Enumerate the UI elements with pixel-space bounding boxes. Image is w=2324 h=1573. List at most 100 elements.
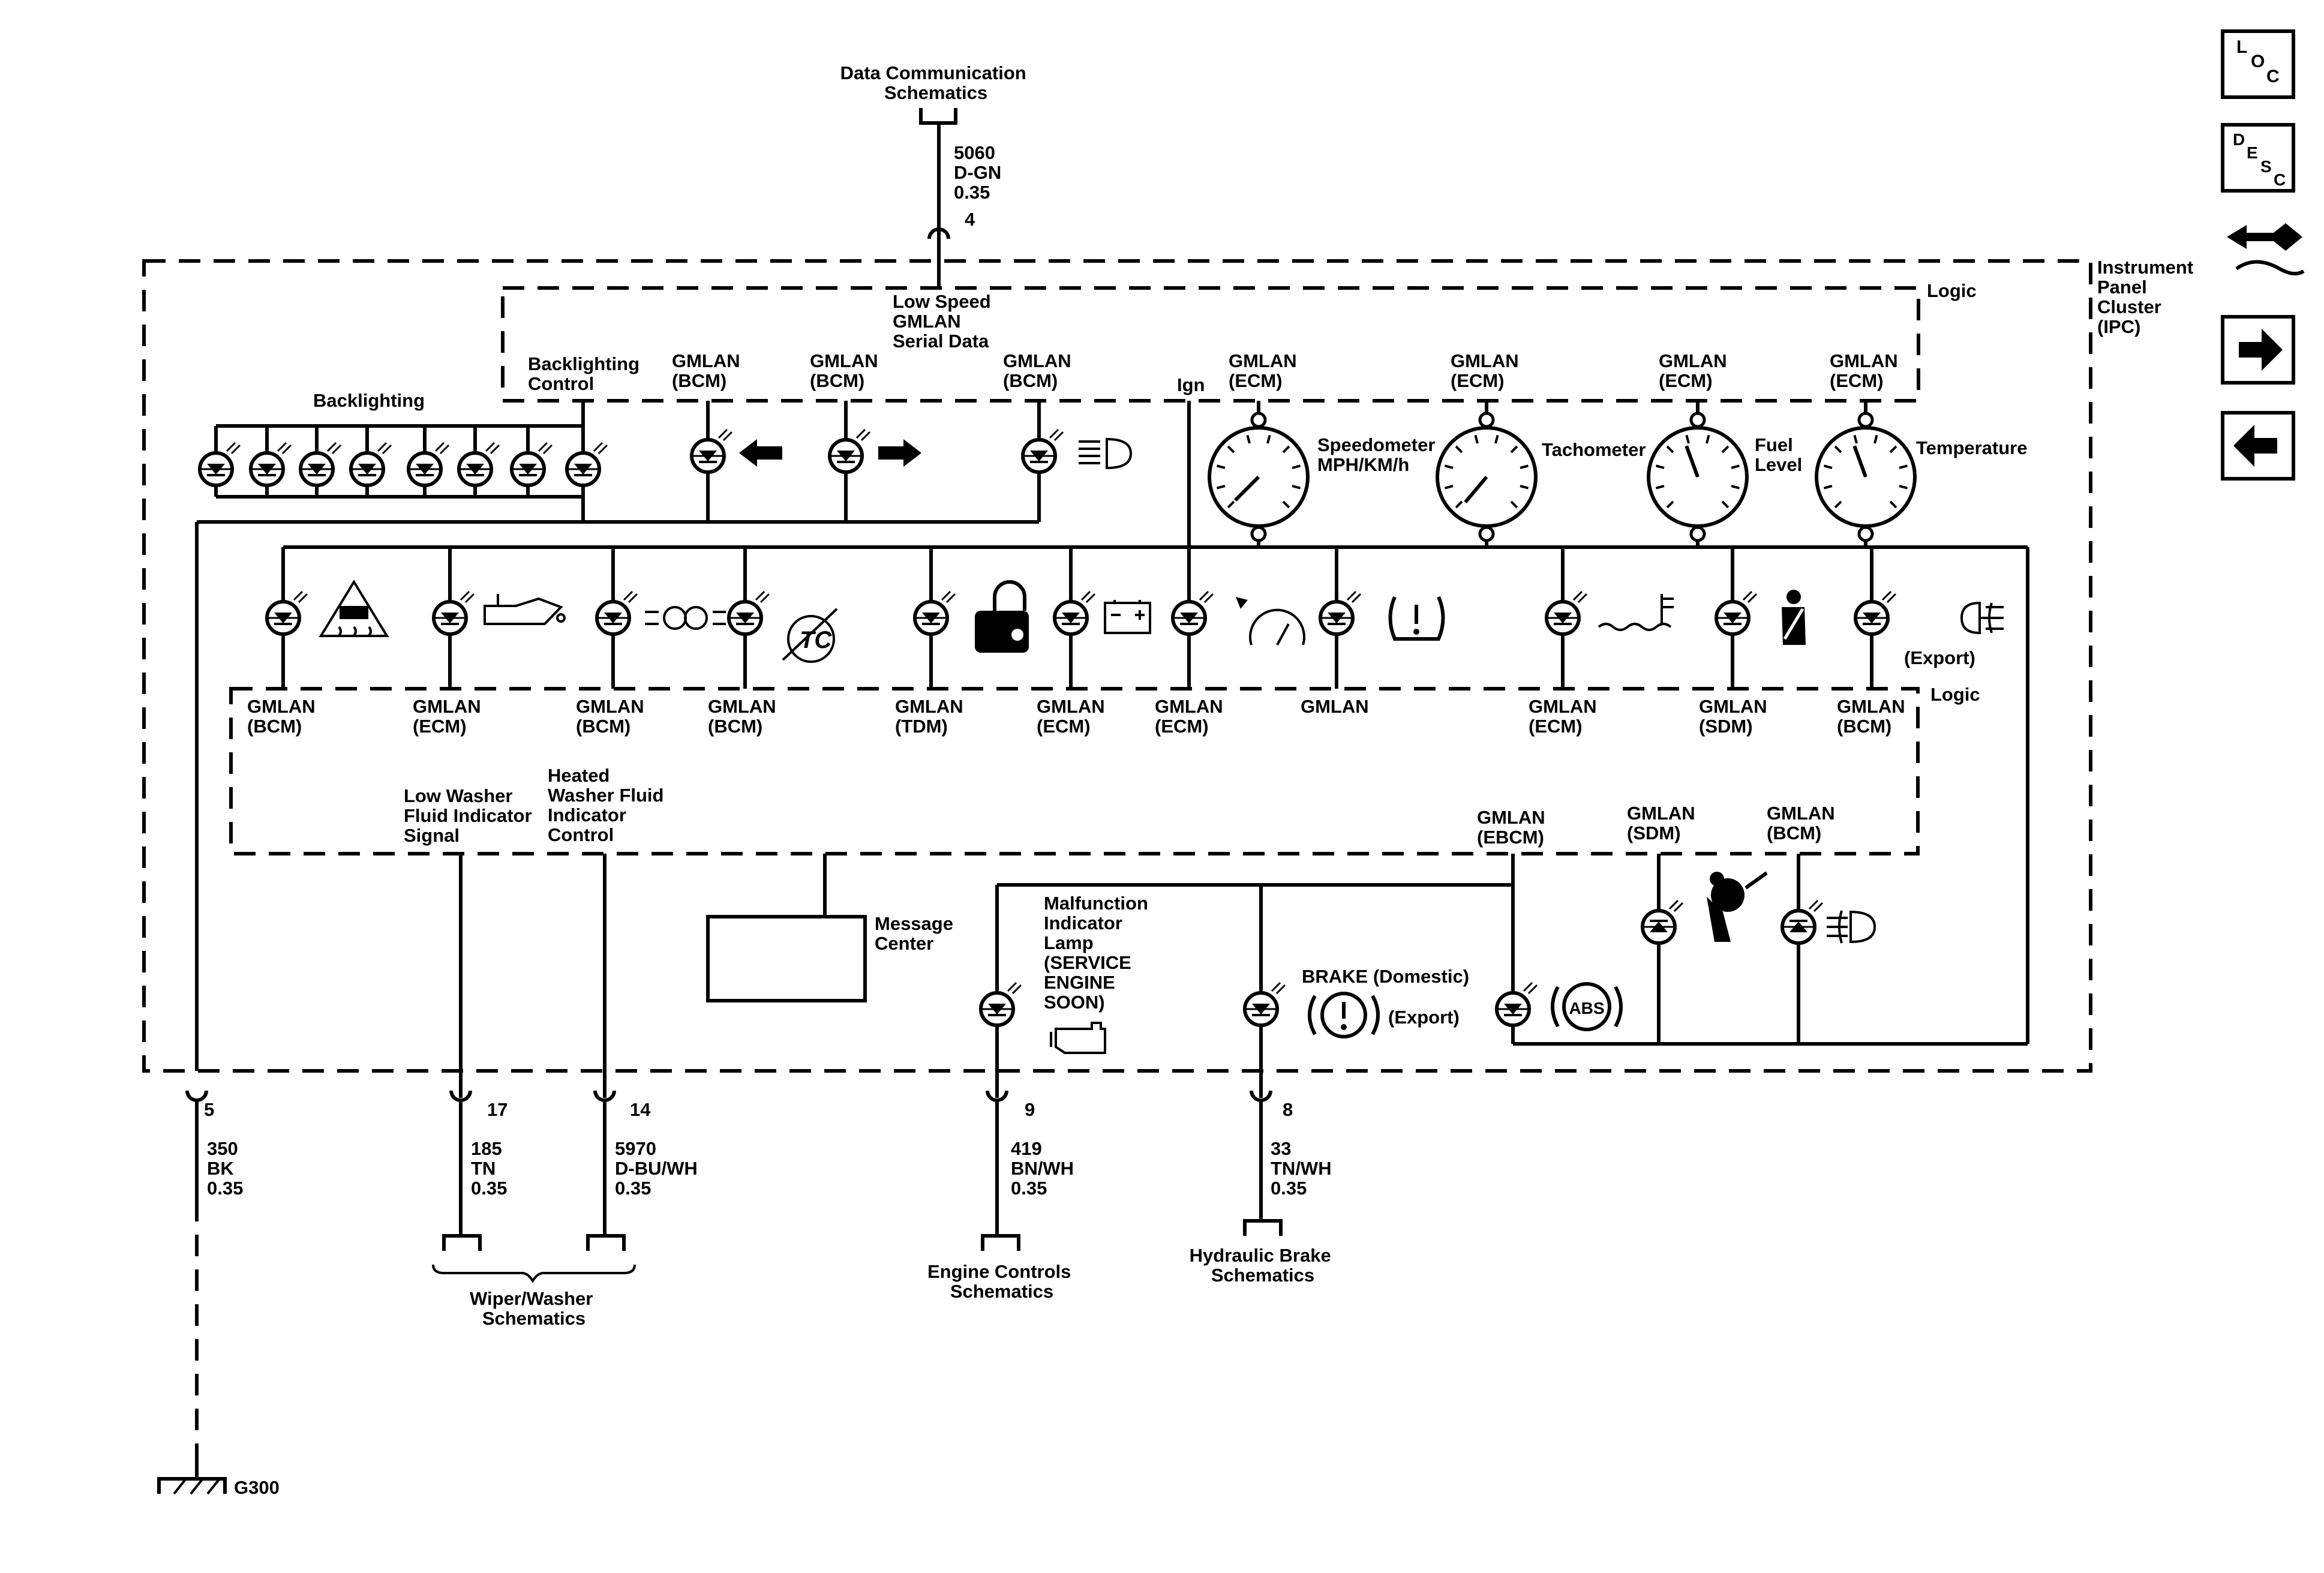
svg-text:O: O bbox=[2251, 52, 2265, 71]
lower-indicator-leds bbox=[979, 899, 1824, 1027]
tachometer-label: Tachometer bbox=[1542, 439, 1646, 460]
turn-left-arrow-icon bbox=[739, 439, 782, 467]
tire-pressure-led bbox=[1319, 590, 1362, 636]
hydraulic-brake-schematic-label[interactable]: Hydraulic Brake Schematics bbox=[1190, 1245, 1337, 1286]
traction-off-led bbox=[727, 590, 770, 636]
turn-left-led bbox=[690, 428, 733, 474]
message-center-label: Message Center bbox=[875, 913, 959, 954]
brake-led bbox=[1243, 981, 1286, 1027]
abs-led bbox=[1495, 981, 1538, 1027]
mil-label: Malfunction Indicator Lamp (SERVICE ENGI… bbox=[1044, 893, 1154, 1013]
abs-icon: ABS bbox=[1551, 982, 1623, 1031]
data-comm-schematic-label[interactable]: Data Communication Schematics bbox=[840, 62, 1032, 103]
brake-domestic-label: BRAKE (Domestic) bbox=[1302, 966, 1469, 987]
description-button[interactable]: D E S C bbox=[2221, 123, 2295, 193]
pin-14-label: 14 bbox=[630, 1099, 651, 1120]
indicator-source-label-1: GMLAN(BCM) bbox=[247, 696, 316, 737]
svg-text:L: L bbox=[2236, 37, 2247, 57]
connector-pin-5 bbox=[185, 1090, 208, 1200]
check-engine-icon bbox=[1050, 1022, 1106, 1054]
brake-export-label: (Export) bbox=[1388, 1007, 1460, 1028]
oil-pressure-icon bbox=[484, 594, 566, 625]
brake-warning-icon bbox=[1308, 992, 1380, 1038]
rear-fog-led bbox=[1854, 590, 1897, 636]
logic-box-top bbox=[501, 286, 1920, 403]
wire-185-label: 185 TN 0.35 bbox=[471, 1138, 507, 1199]
pin-4-label: 4 bbox=[965, 209, 975, 230]
rear-fog-export-label: (Export) bbox=[1904, 647, 1975, 668]
wire-350-label: 350 BK 0.35 bbox=[207, 1138, 243, 1199]
backlight-led-2 bbox=[249, 442, 292, 487]
svg-text:ABS: ABS bbox=[1569, 999, 1604, 1017]
svg-text:E: E bbox=[2247, 143, 2258, 162]
upper-indicator-leds bbox=[690, 428, 1064, 474]
fuel-source-label: GMLAN(ECM) bbox=[1659, 350, 1727, 391]
ipc-module-boundary bbox=[142, 259, 2092, 1073]
cruise-control-icon bbox=[1236, 597, 1305, 646]
coolant-led bbox=[1545, 590, 1588, 636]
gauges-group bbox=[1208, 412, 1917, 542]
previous-page-button[interactable] bbox=[2221, 411, 2295, 481]
airbag-led bbox=[1641, 899, 1684, 945]
svg-text:GMLAN(ECM): GMLAN(ECM) bbox=[1659, 350, 1727, 391]
charging-led bbox=[1053, 590, 1096, 636]
ground-g300-label: G300 bbox=[234, 1477, 280, 1498]
connector-end-view-button[interactable] bbox=[2227, 223, 2305, 276]
indicator-source-label-10: GMLAN(SDM) bbox=[1699, 696, 1767, 737]
connector-pin-17 bbox=[449, 1090, 472, 1236]
front-fog-lamp-icon bbox=[1827, 910, 1876, 944]
front-fog-led bbox=[1780, 899, 1824, 945]
backlighting-led-bank bbox=[198, 426, 608, 497]
location-button[interactable]: L O C bbox=[2221, 29, 2295, 99]
ipc-module-name: Instrument Panel Cluster (IPC) bbox=[2097, 257, 2199, 337]
svg-text:GMLAN(EBCM): GMLAN(EBCM) bbox=[1477, 807, 1545, 848]
bottom-connectors bbox=[185, 1090, 1272, 1236]
ign-label: Ign bbox=[1177, 374, 1205, 395]
front-fog-source-label: GMLAN(BCM) bbox=[1767, 803, 1835, 843]
mil-led bbox=[979, 981, 1022, 1027]
backlight-led-5 bbox=[407, 442, 450, 487]
svg-text:D: D bbox=[2233, 130, 2245, 149]
security-lock-icon bbox=[975, 580, 1029, 653]
svg-text:GMLAN(ECM): GMLAN(ECM) bbox=[1451, 350, 1519, 391]
indicator-source-label-4: GMLAN(BCM) bbox=[708, 696, 776, 737]
wire-33-label: 33 TN/WH 0.35 bbox=[1271, 1138, 1337, 1199]
middle-indicator-sources: GMLAN(BCM) GMLAN(ECM) GMLAN(BCM) GMLAN(BCM)… bbox=[247, 696, 1905, 737]
pin-5-label: 5 bbox=[204, 1099, 214, 1120]
indicator-source-label-6: GMLAN(ECM) bbox=[1037, 696, 1105, 737]
svg-text:GMLAN(BCM): GMLAN(BCM) bbox=[672, 350, 740, 391]
svg-text:GMLAN(BCM): GMLAN(BCM) bbox=[1767, 803, 1835, 843]
pin-17-label: 17 bbox=[487, 1099, 508, 1120]
wiper-washer-schematic-label[interactable]: Wiper/Washer Schematics bbox=[470, 1288, 598, 1329]
backlight-led-1 bbox=[198, 442, 241, 487]
tachometer-gauge bbox=[1436, 412, 1538, 542]
temperature-source-label: GMLAN(ECM) bbox=[1830, 350, 1898, 391]
pin-9-label: 9 bbox=[1025, 1099, 1035, 1120]
front-fog-indicator-icon bbox=[645, 606, 726, 630]
pin-8-label: 8 bbox=[1283, 1099, 1293, 1120]
svg-text:GMLAN(BCM): GMLAN(BCM) bbox=[1003, 350, 1071, 391]
logic-label-top: Logic bbox=[1927, 280, 1977, 301]
connector-pin-8 bbox=[1250, 1090, 1272, 1221]
tachometer-source-label: GMLAN(ECM) bbox=[1451, 350, 1519, 391]
security-led bbox=[913, 590, 956, 636]
seat-belt-led bbox=[1715, 590, 1758, 636]
indicator-source-label-9: GMLAN(ECM) bbox=[1529, 696, 1597, 737]
backlighting-control-label: Backlighting Control bbox=[528, 353, 645, 394]
backlight-led-3 bbox=[299, 442, 342, 487]
engine-controls-schematic-label[interactable]: Engine Controls Schematics bbox=[927, 1261, 1076, 1302]
svg-text:C: C bbox=[2266, 67, 2280, 86]
temperature-label: Temperature bbox=[1916, 437, 2028, 458]
indicator-source-label-7: GMLAN(ECM) bbox=[1155, 696, 1223, 737]
next-page-button[interactable] bbox=[2221, 315, 2295, 385]
high-beam-source-label: GMLAN(BCM) bbox=[1003, 350, 1071, 391]
temperature-gauge bbox=[1815, 412, 1917, 542]
logic-box-bottom bbox=[229, 687, 1920, 855]
low-washer-label: Low Washer Fluid Indicator Signal bbox=[404, 785, 537, 846]
backlight-led-8 bbox=[565, 442, 608, 487]
connector-pin-9 bbox=[986, 1090, 1008, 1236]
indicator-source-label-11: GMLAN(BCM) bbox=[1837, 696, 1905, 737]
abs-source-label: GMLAN(EBCM) bbox=[1477, 807, 1545, 848]
logic-label-bottom: Logic bbox=[1930, 684, 1980, 705]
